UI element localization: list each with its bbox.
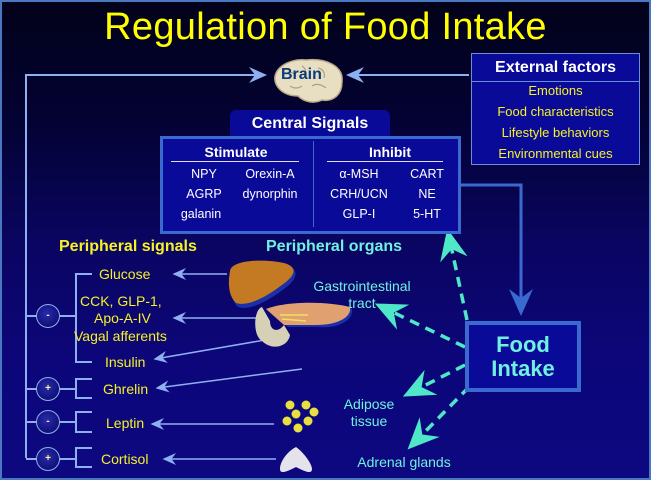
stimulate-sign-icon: + [36, 447, 60, 471]
inhibit-sign-icon: - [36, 410, 60, 434]
stimulate-item: Orexin-A [245, 167, 295, 181]
food-intake-box: Food Intake [465, 321, 581, 392]
brain-label: Brain [281, 66, 322, 83]
organ-gi-label: Gastrointestinal [313, 278, 411, 294]
organ-gi-label2: tract [348, 295, 376, 311]
signal-leptin: Leptin [106, 415, 145, 431]
food-intake-line2: Intake [491, 356, 555, 381]
stimulate-heading: Stimulate [204, 144, 268, 160]
page-title: Regulation of Food Intake [104, 6, 547, 48]
central-signals-box: Stimulate NPY Orexin-A AGRP dynorphin ga… [160, 136, 461, 234]
inhibit-item: NE [418, 187, 436, 201]
inhibit-item: CRH/UCN [330, 187, 388, 201]
peripheral-organs-heading: Peripheral organs [266, 238, 403, 255]
inhibit-heading: Inhibit [369, 144, 411, 160]
inhibit-sign-icon: - [36, 304, 60, 328]
signal-vagal-afferents: Vagal afferents [74, 328, 167, 344]
central-signals-divider [313, 141, 314, 227]
inhibit-item: CART [410, 167, 444, 181]
brain-icon [274, 58, 343, 103]
signal-insulin: Insulin [105, 354, 146, 370]
inhibit-item: α-MSH [339, 167, 379, 181]
signal-glucose: Glucose [99, 266, 151, 282]
external-factor-item: Emotions [528, 83, 583, 98]
stimulate-sign-icon: + [36, 377, 60, 401]
central-signals-heading: Central Signals [230, 110, 390, 136]
liver-pancreas-icon [228, 260, 353, 347]
external-factor-item: Food characteristics [497, 104, 614, 119]
external-factor-item: Environmental cues [498, 146, 613, 161]
external-factors-heading: External factors [472, 54, 639, 82]
stimulate-item: galanin [180, 207, 222, 221]
external-factors-box: External factors Emotions Food character… [471, 53, 640, 165]
adipose-cells-icon [282, 400, 319, 433]
organ-adrenal-label: Adrenal glands [357, 454, 451, 470]
adrenal-gland-icon [280, 447, 312, 473]
organ-adipose-label: Adipose [343, 396, 395, 412]
signal-cck-glp1: CCK, GLP-1, [80, 293, 162, 309]
organ-adipose-label2: tissue [350, 413, 388, 429]
signal-ghrelin: Ghrelin [103, 381, 149, 397]
inhibit-item: 5-HT [413, 207, 441, 221]
stimulate-item: AGRP [186, 187, 222, 201]
stimulate-item: dynorphin [242, 187, 298, 201]
external-factor-item: Lifestyle behaviors [501, 125, 610, 140]
signal-apo-a-iv: Apo-A-IV [94, 310, 151, 326]
inhibit-underline [327, 161, 443, 162]
stimulate-underline [171, 161, 299, 162]
food-intake-line1: Food [496, 332, 550, 357]
signal-cortisol: Cortisol [101, 451, 149, 467]
inhibit-item: GLP-I [342, 207, 376, 221]
peripheral-signals-heading: Peripheral signals [59, 238, 197, 255]
stimulate-item: NPY [191, 167, 217, 181]
